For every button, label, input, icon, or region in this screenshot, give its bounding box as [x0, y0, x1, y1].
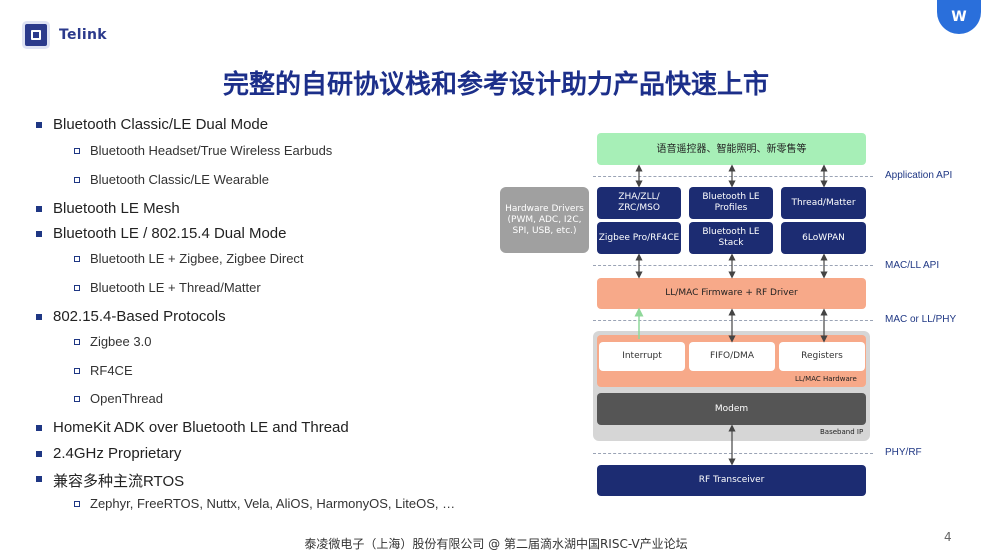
zigbee-pro-box: Zigbee Pro/RF4CE — [597, 222, 681, 254]
phy-rf-label: PHY/RF — [885, 447, 922, 458]
fifo-dma-box: FIFO/DMA — [689, 342, 775, 371]
telink-logo: Telink — [25, 24, 107, 46]
mac-phy-label: MAC or LL/PHY — [885, 314, 957, 325]
telink-logo-icon — [25, 24, 47, 46]
word-addin-button[interactable]: W — [937, 0, 981, 34]
registers-box: Registers — [779, 342, 865, 371]
application-api-label: Application API — [885, 170, 953, 181]
ll-mac-firmware-box: LL/MAC Firmware + RF Driver — [597, 278, 866, 309]
thread-matter-box: Thread/Matter — [781, 187, 866, 219]
word-icon: W — [951, 9, 967, 25]
sixlowpan-box: 6LoWPAN — [781, 222, 866, 254]
baseband-ip-label: Baseband IP — [820, 428, 864, 436]
page-number: 4 — [944, 530, 952, 544]
application-box: 语音遥控器、智能照明、新零售等 — [597, 133, 866, 165]
ll-mac-hardware-label: LL/MAC Hardware — [795, 375, 857, 383]
zha-zll-box: ZHA/ZLL/ZRC/MSO — [597, 187, 681, 219]
modem-box: Modem — [597, 393, 866, 425]
logo-text: Telink — [59, 27, 107, 43]
slide-title: 完整的自研协议栈和参考设计助力产品快速上市 — [222, 70, 769, 100]
interrupt-box: Interrupt — [599, 342, 685, 371]
footer-text: 泰凌微电子（上海）股份有限公司 @ 第二届滴水湖中国RISC-V产业论坛 — [304, 537, 688, 551]
mac-ll-api-label: MAC/LL API — [885, 260, 940, 271]
rf-transceiver-box: RF Transceiver — [597, 465, 866, 496]
hardware-drivers-box: Hardware Drivers (PWM, ADC, I2C, SPI, US… — [500, 187, 589, 253]
